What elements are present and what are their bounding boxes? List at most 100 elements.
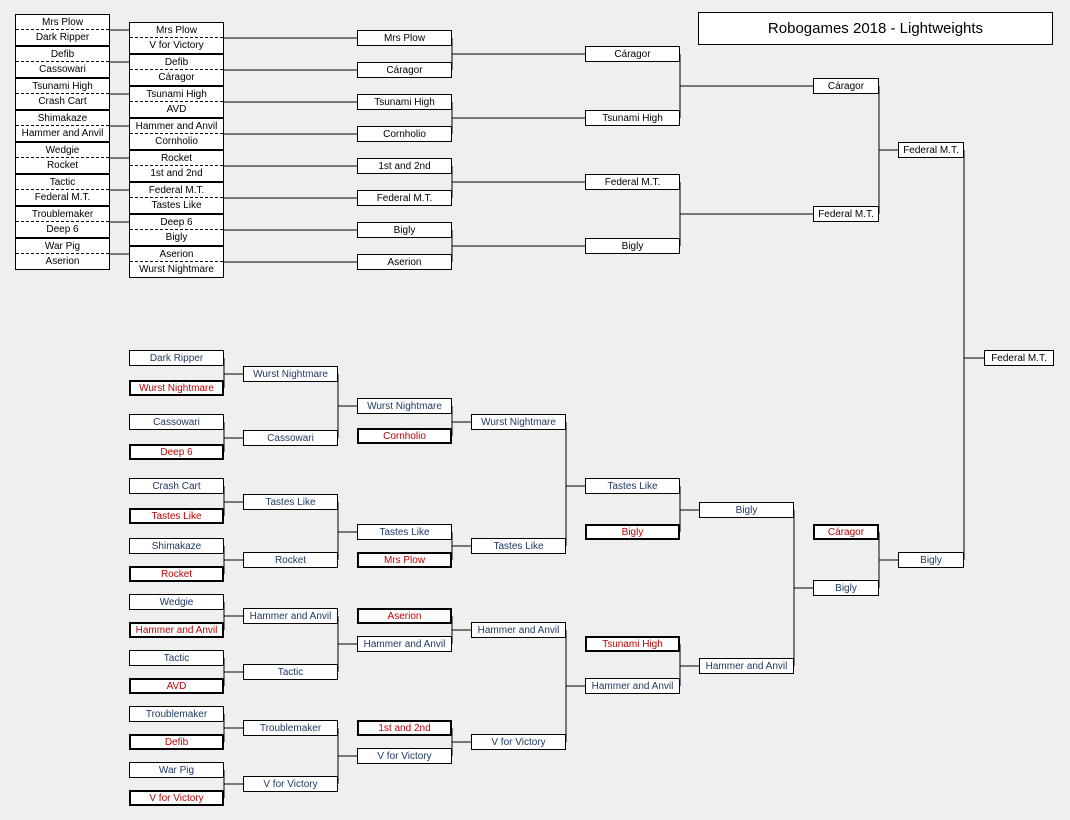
losers-r2-slot: Tastes Like — [243, 494, 338, 510]
losers-r2-slot: Tactic — [243, 664, 338, 680]
competitor-slot: Aserion — [130, 247, 223, 262]
winners-r3-slot: Federal M.T. — [357, 190, 452, 206]
losers-r5-slot: Tastes Like — [585, 478, 680, 494]
losers-r5-slot: Hammer and Anvil — [585, 678, 680, 694]
competitor-slot: Federal M.T. — [130, 183, 223, 198]
losers-r1-slot: Tactic — [129, 650, 224, 666]
competitor-slot: Tsunami High — [130, 87, 223, 102]
losers-drop-in-slot: Tsunami High — [585, 636, 680, 652]
winners-r3-slot: Bigly — [357, 222, 452, 238]
losers-r4-slot: V for Victory — [471, 734, 566, 750]
losers-drop-in-slot: Defib — [129, 734, 224, 750]
competitor-slot: Rocket — [46, 160, 79, 171]
losers-drop-in-slot: V for Victory — [129, 790, 224, 806]
losers-r1-slot: Wedgie — [129, 594, 224, 610]
competitor-slot: Mrs Plow — [16, 15, 109, 30]
winners-r3-slot: 1st and 2nd — [357, 158, 452, 174]
losers-r4-slot: Wurst Nightmare — [471, 414, 566, 430]
losers-drop-in-slot: Aserion — [357, 608, 452, 624]
winners-r4-slot: Federal M.T. — [585, 174, 680, 190]
competitor-slot: Tactic — [16, 175, 109, 190]
competitor-slot: Shimakaze — [16, 111, 109, 126]
losers-r3-slot: Wurst Nightmare — [357, 398, 452, 414]
competitor-slot: Hammer and Anvil — [130, 119, 223, 134]
losers-drop-in-slot: Bigly — [585, 524, 680, 540]
winners-r5-slot: Federal M.T. — [813, 206, 879, 222]
competitor-slot: Deep 6 — [46, 224, 79, 235]
grand-final-slot: Federal M.T. — [984, 350, 1054, 366]
losers-r1-slot: War Pig — [129, 762, 224, 778]
competitor-slot: Wedgie — [16, 143, 109, 158]
losers-drop-in-slot: 1st and 2nd — [357, 720, 452, 736]
losers-r1-slot: Troublemaker — [129, 706, 224, 722]
competitor-slot: Bigly — [165, 232, 188, 243]
losers-r1-slot: Crash Cart — [129, 478, 224, 494]
bracket-title: Robogames 2018 - Lightweights — [698, 12, 1053, 45]
competitor-slot: Cáragor — [158, 72, 195, 83]
competitor-slot: Cassowari — [39, 64, 86, 75]
competitor-slot: Aserion — [45, 256, 80, 267]
losers-r2-slot: Troublemaker — [243, 720, 338, 736]
losers-drop-in-slot: Wurst Nightmare — [129, 380, 224, 396]
competitor-slot: Deep 6 — [130, 215, 223, 230]
losers-final-slot: Bigly — [898, 552, 964, 568]
losers-drop-in-slot: Cornholio — [357, 428, 452, 444]
winners-r2-match: Deep 6 Bigly — [129, 214, 224, 246]
losers-r6-slot: Hammer and Anvil — [699, 658, 794, 674]
losers-r1-slot: Dark Ripper — [129, 350, 224, 366]
losers-r2-slot: Cassowari — [243, 430, 338, 446]
competitor-slot: War Pig — [16, 239, 109, 254]
competitor-slot: Mrs Plow — [130, 23, 223, 38]
winners-r2-match: Mrs Plow V for Victory — [129, 22, 224, 54]
winners-r4-slot: Bigly — [585, 238, 680, 254]
losers-r1-slot: Cassowari — [129, 414, 224, 430]
losers-r2-slot: V for Victory — [243, 776, 338, 792]
winners-final-slot: Federal M.T. — [898, 142, 964, 158]
competitor-slot: Cornholio — [155, 136, 198, 147]
losers-r4-slot: Hammer and Anvil — [471, 622, 566, 638]
competitor-slot: Tastes Like — [151, 200, 202, 211]
losers-drop-in-slot: Deep 6 — [129, 444, 224, 460]
competitor-slot: Troublemaker — [16, 207, 109, 222]
losers-r2-slot: Rocket — [243, 552, 338, 568]
losers-r3-slot: Hammer and Anvil — [357, 636, 452, 652]
winners-r3-slot: Mrs Plow — [357, 30, 452, 46]
competitor-slot: Defib — [16, 47, 109, 62]
losers-r6-slot: Bigly — [699, 502, 794, 518]
losers-drop-in-slot: Tastes Like — [129, 508, 224, 524]
losers-r3-slot: V for Victory — [357, 748, 452, 764]
losers-drop-in-slot: Rocket — [129, 566, 224, 582]
competitor-slot: Hammer and Anvil — [21, 128, 104, 139]
winners-r3-slot: Cornholio — [357, 126, 452, 142]
winners-r3-slot: Tsunami High — [357, 94, 452, 110]
winners-r5-slot: Cáragor — [813, 78, 879, 94]
winners-r2-match: Federal M.T. Tastes Like — [129, 182, 224, 214]
competitor-slot: Federal M.T. — [34, 192, 91, 203]
losers-drop-in-slot: Mrs Plow — [357, 552, 452, 568]
competitor-slot: V for Victory — [149, 40, 204, 51]
competitor-slot: 1st and 2nd — [150, 168, 203, 179]
losers-r3-slot: Tastes Like — [357, 524, 452, 540]
losers-r2-slot: Hammer and Anvil — [243, 608, 338, 624]
winners-r4-slot: Cáragor — [585, 46, 680, 62]
competitor-slot: AVD — [166, 104, 187, 115]
winners-r3-slot: Cáragor — [357, 62, 452, 78]
losers-drop-in-slot: AVD — [129, 678, 224, 694]
competitor-slot: Tsunami High — [16, 79, 109, 94]
competitor-slot: Dark Ripper — [35, 32, 90, 43]
losers-r7-slot: Bigly — [813, 580, 879, 596]
losers-drop-in-slot: Hammer and Anvil — [129, 622, 224, 638]
winners-r4-slot: Tsunami High — [585, 110, 680, 126]
